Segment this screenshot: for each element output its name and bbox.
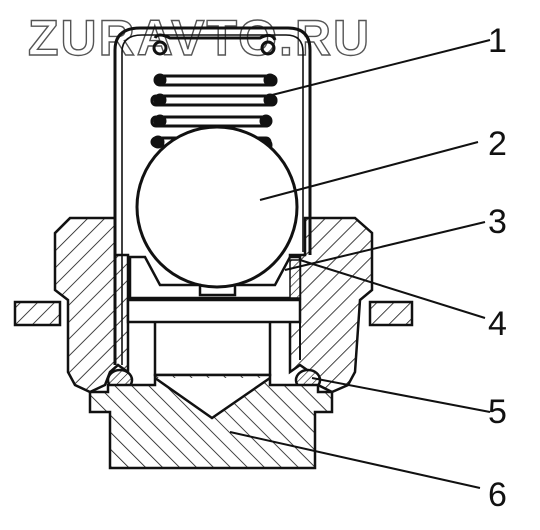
callout-2: 2	[488, 125, 507, 163]
callout-3: 3	[488, 203, 507, 241]
valve-seat	[128, 255, 302, 300]
callout-6: 6	[488, 476, 507, 514]
callout-4: 4	[488, 305, 507, 343]
callout-1: 1	[488, 22, 507, 60]
spring-cage	[113, 26, 312, 365]
leader-lines	[229, 39, 491, 489]
spacer-band	[126, 298, 302, 324]
plug-cone-tip	[154, 376, 271, 420]
ball	[135, 125, 299, 289]
inner-bore	[153, 322, 272, 377]
callout-5: 5	[488, 393, 507, 431]
bottom-plug	[88, 373, 334, 470]
flange-plate	[13, 300, 414, 327]
